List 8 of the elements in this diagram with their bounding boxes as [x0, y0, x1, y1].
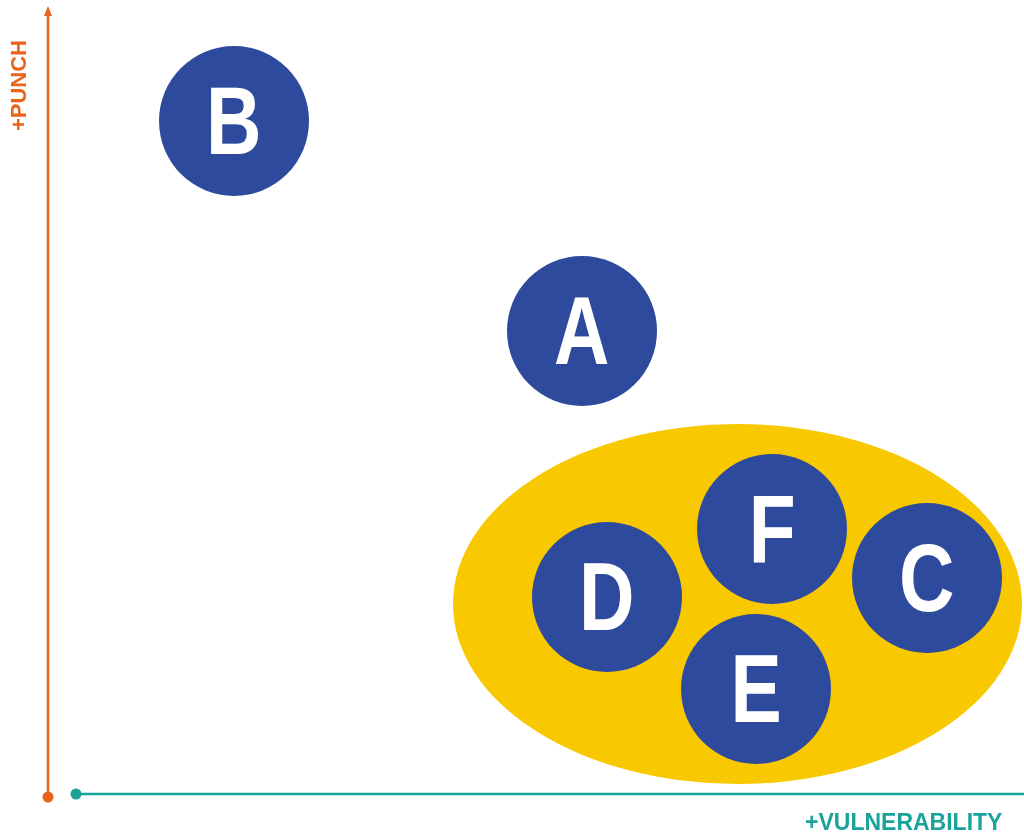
letter-circle: F: [697, 454, 847, 604]
x-axis-label: +VULNERABILITY: [805, 811, 1003, 834]
letter-circle: B: [159, 46, 309, 196]
letter-circle: C: [852, 503, 1002, 653]
letter-circle: E: [681, 614, 831, 764]
y-axis-label: +PUNCH: [8, 40, 30, 132]
letter-circle: A: [507, 256, 657, 406]
letter-circle: D: [532, 522, 682, 672]
